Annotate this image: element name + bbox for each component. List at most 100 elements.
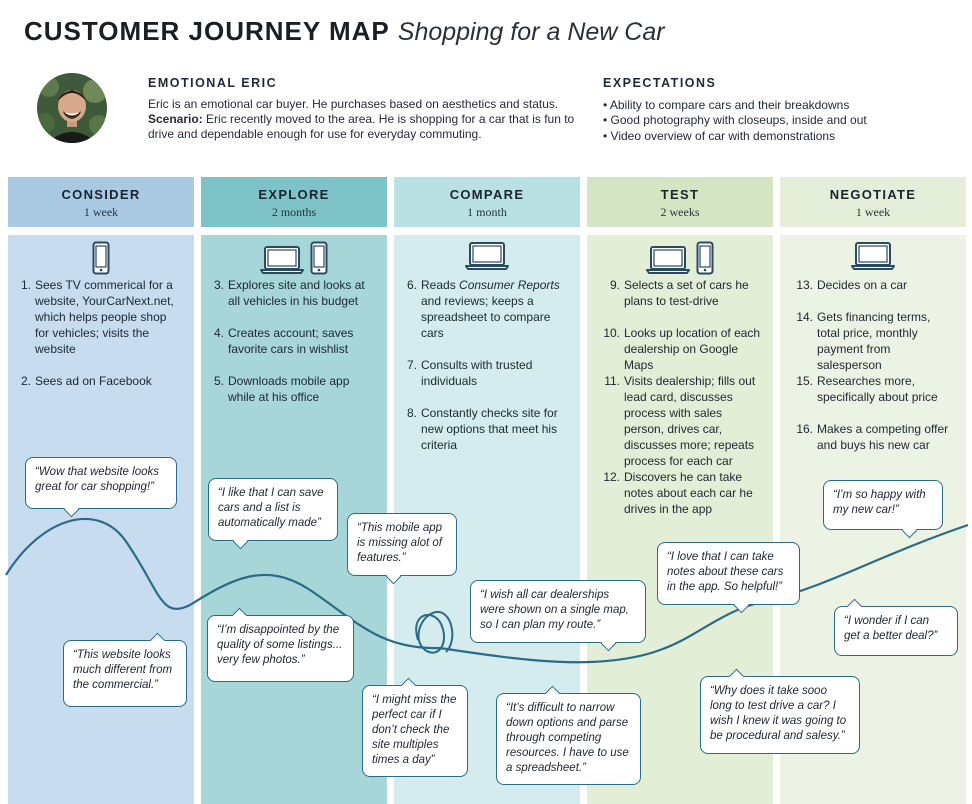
- quote-text: “I wish all car dealerships were shown o…: [480, 589, 629, 631]
- step-text-lead: Reads: [421, 278, 460, 292]
- step-number: 8.: [406, 406, 417, 420]
- device-icons: [201, 241, 387, 277]
- step-text: Discovers he can take notes about each c…: [624, 470, 753, 516]
- step-text: Decides on a car: [817, 278, 908, 292]
- step-number: 10.: [603, 326, 620, 340]
- stage-name: EXPLORE: [258, 187, 330, 202]
- laptop-icon: [465, 241, 509, 276]
- step-text: Researches more, specifically about pric…: [817, 374, 938, 404]
- title-subtitle: Shopping for a New Car: [397, 18, 665, 46]
- expectations-title: EXPECTATIONS: [603, 76, 717, 90]
- persona-description: Eric is an emotional car buyer. He purch…: [148, 97, 559, 111]
- step-number: 7.: [406, 358, 417, 372]
- quote-text: “I love that I can take notes about thes…: [667, 551, 784, 593]
- quote-bubble: “Why does it take sooo long to test driv…: [700, 668, 860, 754]
- step-text: Looks up location of each dealership on …: [624, 326, 761, 372]
- step-text: Creates account; saves favorite cars in …: [228, 326, 354, 356]
- persona-scenario: Scenario: Eric recently moved to the are…: [148, 112, 588, 142]
- step-number: 6.: [406, 278, 417, 292]
- laptop-icon: [646, 245, 690, 280]
- stage-duration: 1 month: [467, 205, 507, 219]
- device-icons: [587, 241, 773, 277]
- quote-text: “I might miss the perfect car if I don’t…: [372, 694, 457, 766]
- phone-icon: [696, 241, 714, 280]
- step-number: 14.: [796, 310, 813, 324]
- step-text: Downloads mobile app while at his office: [228, 374, 350, 404]
- quote-bubble: “I might miss the perfect car if I don’t…: [362, 677, 468, 777]
- step-number: 15.: [796, 374, 813, 388]
- step-text: Explores site and looks at all vehicles …: [228, 278, 365, 308]
- expectation-item: Ability to compare cars and their breakd…: [603, 98, 943, 114]
- stage-header: CONSIDER 1 week: [8, 177, 194, 227]
- phone-icon: [310, 241, 328, 280]
- quote-text: “I’m disappointed by the quality of some…: [217, 624, 343, 666]
- title-main: CUSTOMER JOURNEY MAP: [24, 16, 390, 46]
- step-text-source: Consumer Reports: [459, 278, 560, 292]
- quote-bubble: “I wonder if I can get a better deal?”: [834, 598, 958, 656]
- stage-header: COMPARE 1 month: [394, 177, 580, 227]
- stage-header: TEST 2 weeks: [587, 177, 773, 227]
- quote-text: “This website looks much different from …: [73, 649, 173, 691]
- stage-header: EXPLORE 2 months: [201, 177, 387, 227]
- step-number: 16.: [796, 422, 813, 436]
- quote-text: “This mobile app is missing alot of feat…: [357, 522, 443, 564]
- stage-name: NEGOTIATE: [829, 187, 917, 202]
- phone-icon: [92, 241, 110, 280]
- quote-text: “Wow that website looks great for car sh…: [35, 466, 159, 493]
- step-text: Sees TV commerical for a website, YourCa…: [35, 278, 174, 356]
- scenario-label: Scenario:: [148, 112, 203, 126]
- quote-bubble: “This mobile app is missing alot of feat…: [347, 513, 457, 584]
- quote-bubble: “I love that I can take notes about thes…: [657, 542, 800, 613]
- step-number: 4.: [213, 326, 224, 340]
- step-number: 1.: [20, 278, 31, 292]
- step-text: Sees ad on Facebook: [35, 374, 152, 388]
- laptop-icon: [851, 241, 895, 276]
- quote-text: “I wonder if I can get a better deal?”: [844, 615, 938, 642]
- quote-bubble: “This website looks much different from …: [63, 632, 187, 707]
- persona-panel: EMOTIONAL ERIC Eric is an emotional car …: [148, 76, 588, 142]
- stage-name: TEST: [660, 187, 700, 202]
- device-icons: [8, 241, 194, 277]
- step-number: 11.: [604, 374, 620, 388]
- step-text: Consults with trusted individuals: [421, 358, 533, 388]
- device-icons: [394, 241, 580, 277]
- quote-bubble: “Wow that website looks great for car sh…: [25, 457, 177, 517]
- stage-duration: 1 week: [855, 205, 891, 219]
- step-text-rest: and reviews; keeps a spreadsheet to comp…: [421, 294, 551, 340]
- stage-duration: 2 weeks: [660, 205, 700, 219]
- quote-text: “I’m so happy with my new car!”: [833, 489, 926, 516]
- device-icons: [780, 241, 966, 277]
- quote-bubble: “I like that I can save cars and a list …: [208, 478, 338, 549]
- step-number: 3.: [213, 278, 224, 292]
- step-text: Gets financing terms, total price, month…: [817, 310, 931, 372]
- stage-duration: 2 months: [271, 205, 317, 219]
- stage-name: CONSIDER: [61, 187, 141, 202]
- step-number: 5.: [213, 374, 224, 388]
- expectations-list: Ability to compare cars and their breakd…: [603, 98, 943, 145]
- quote-text: “I like that I can save cars and a list …: [218, 487, 324, 529]
- step-text: Visits dealership; fills out lead card, …: [624, 374, 756, 468]
- stage-header: NEGOTIATE 1 week: [780, 177, 966, 227]
- persona-name: EMOTIONAL ERIC: [148, 76, 278, 90]
- expectation-item: Good photography with closeups, inside a…: [603, 113, 943, 129]
- expectations-panel: EXPECTATIONS Ability to compare cars and…: [603, 76, 943, 144]
- quote-bubble: “I wish all car dealerships were shown o…: [470, 580, 646, 651]
- stage-body: 1. Sees TV commerical for a website, Your…: [8, 235, 194, 804]
- quote-text: “Why does it take sooo long to test driv…: [710, 685, 847, 742]
- stage-consider: CONSIDER 1 week 1. Sees TV commerical for…: [8, 177, 194, 804]
- step-text: Constantly checks site for new options t…: [421, 406, 558, 452]
- quote-bubble: “I’m disappointed by the quality of some…: [207, 607, 354, 682]
- quote-bubble: “I’m so happy with my new car!”: [823, 480, 943, 538]
- quote-bubble: “It’s difficult to narrow down options a…: [496, 685, 641, 785]
- step-text: Reads Consumer Reports and reviews; keep…: [421, 277, 568, 341]
- expectation-item: Video overview of car with demonstration…: [603, 129, 943, 145]
- step-text: Makes a competing offer and buys his new…: [817, 422, 949, 452]
- scenario-text: Eric recently moved to the area. He is s…: [148, 112, 575, 141]
- step-number: 9.: [609, 278, 620, 292]
- stage-duration: 1 week: [83, 205, 119, 219]
- stage-name: COMPARE: [449, 187, 525, 202]
- step-number: 12.: [603, 470, 620, 484]
- step-number: 13.: [796, 278, 813, 292]
- step-number: 2.: [20, 374, 31, 388]
